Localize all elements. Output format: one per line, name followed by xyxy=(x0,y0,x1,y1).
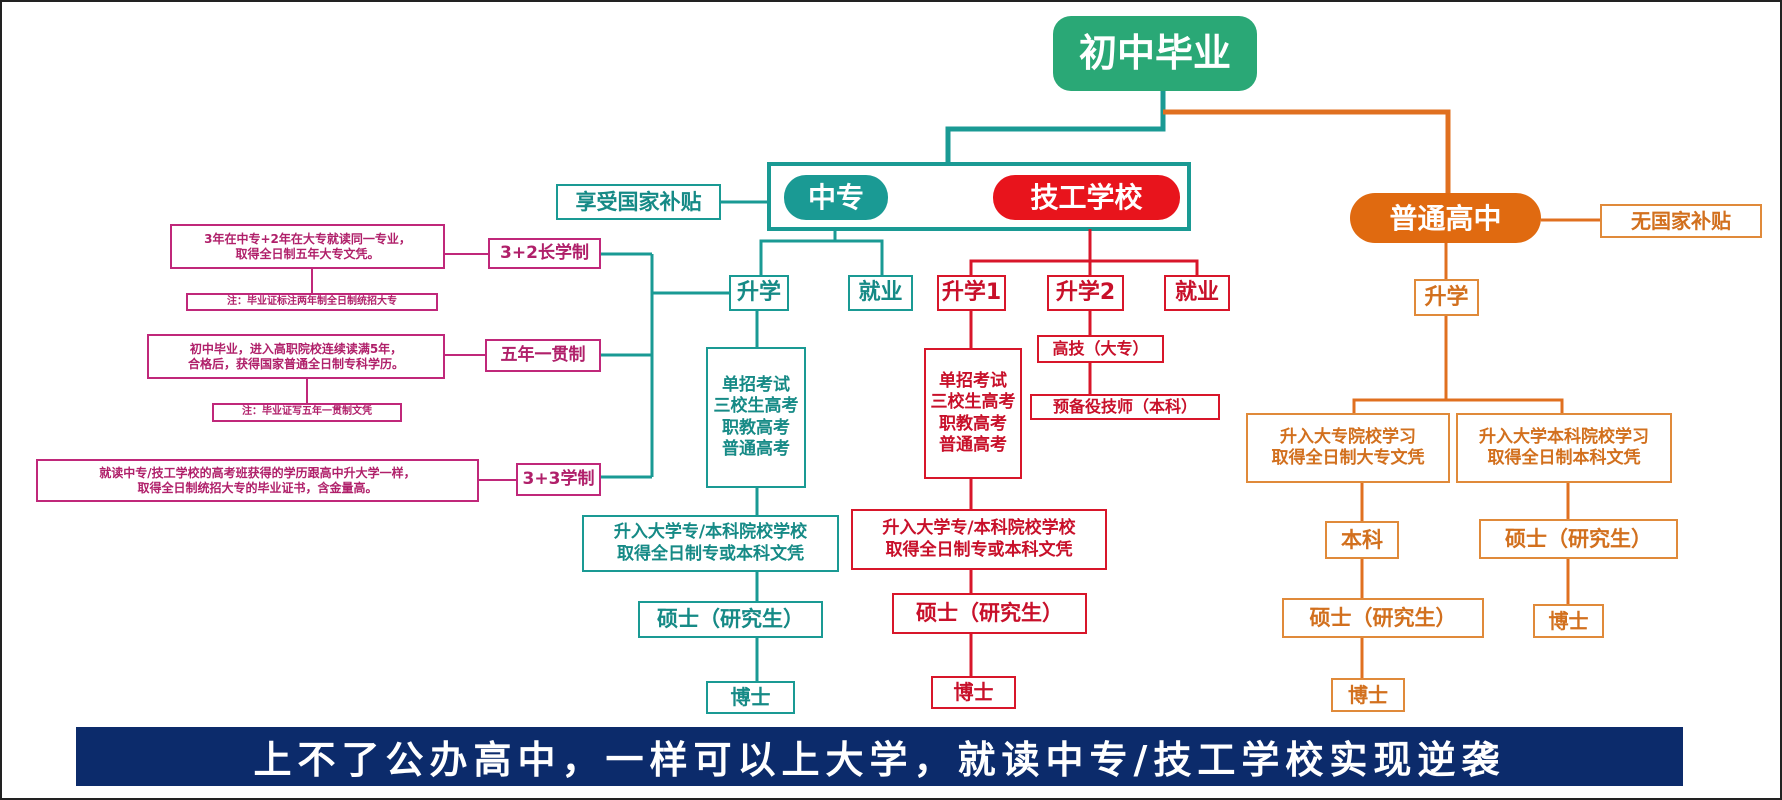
zz-jiuye: 就业 xyxy=(848,275,913,311)
gz-master-right: 硕士（研究生） xyxy=(1479,519,1678,559)
jigong-node: 技工学校 xyxy=(993,175,1180,220)
program-5year-note: 注：毕业证写五年一贯制文凭 xyxy=(212,403,402,422)
zz-shengxue: 升学 xyxy=(729,275,789,311)
program-3plus3-desc: 就读中专/技工学校的高考班获得的学历跟高中升大学一样， 取得全日制统招大专的毕业… xyxy=(36,459,479,502)
root-node: 初中毕业 xyxy=(1053,16,1257,91)
program-3plus2-desc: 3年在中专+2年在大专就读同一专业， 取得全日制五年大专文凭。 xyxy=(170,224,445,269)
no-subsidy-label: 无国家补贴 xyxy=(1600,204,1762,238)
subsidy-label: 享受国家补贴 xyxy=(556,184,721,220)
gz-doctor-left: 博士 xyxy=(1331,678,1405,712)
gz-shengxue: 升学 xyxy=(1414,279,1479,316)
zz-master: 硕士（研究生） xyxy=(638,601,823,638)
bottom-banner: 上不了公办高中，一样可以上大学，就读中专/技工学校实现逆袭 xyxy=(76,727,1683,786)
gz-benke-school: 升入大学本科院校学习 取得全日制本科文凭 xyxy=(1456,413,1672,483)
zz-exams: 单招考试 三校生高考 职教高考 普通高考 xyxy=(706,347,806,488)
program-3plus3: 3+3学制 xyxy=(516,463,601,496)
jg-exams: 单招考试 三校生高考 职教高考 普通高考 xyxy=(924,348,1022,479)
gz-master-left: 硕士（研究生） xyxy=(1282,598,1484,638)
zhongzhuan-node: 中专 xyxy=(784,175,888,220)
gz-benke: 本科 xyxy=(1325,521,1399,559)
zz-doctor: 博士 xyxy=(706,681,795,714)
jg-doctor: 博士 xyxy=(931,676,1016,709)
gz-doctor-right: 博士 xyxy=(1533,604,1604,638)
program-3plus2: 3+2长学制 xyxy=(488,238,601,269)
jg-jiuye: 就业 xyxy=(1164,275,1230,311)
gz-dazhuan: 升入大专院校学习 取得全日制大专文凭 xyxy=(1246,413,1450,483)
jg-shengxue1: 升学1 xyxy=(937,275,1006,311)
jg-master: 硕士（研究生） xyxy=(892,593,1087,634)
jg-gaoji: 高技（大专） xyxy=(1037,335,1164,363)
gaozhong-node: 普通高中 xyxy=(1350,193,1541,243)
jg-university: 升入大学专/本科院校学校 取得全日制专或本科文凭 xyxy=(851,509,1107,570)
program-5year: 五年一贯制 xyxy=(485,339,601,372)
jg-yubei: 预备役技师（本科） xyxy=(1030,394,1220,420)
zz-university: 升入大学专/本科院校学校 取得全日制专或本科文凭 xyxy=(582,515,839,572)
program-5year-desc: 初中毕业，进入高职院校连续读满5年， 合格后，获得国家普通全日制专科学历。 xyxy=(147,334,445,379)
program-3plus2-note: 注：毕业证标注两年制全日制统招大专 xyxy=(186,293,438,311)
jg-shengxue2: 升学2 xyxy=(1047,275,1124,311)
